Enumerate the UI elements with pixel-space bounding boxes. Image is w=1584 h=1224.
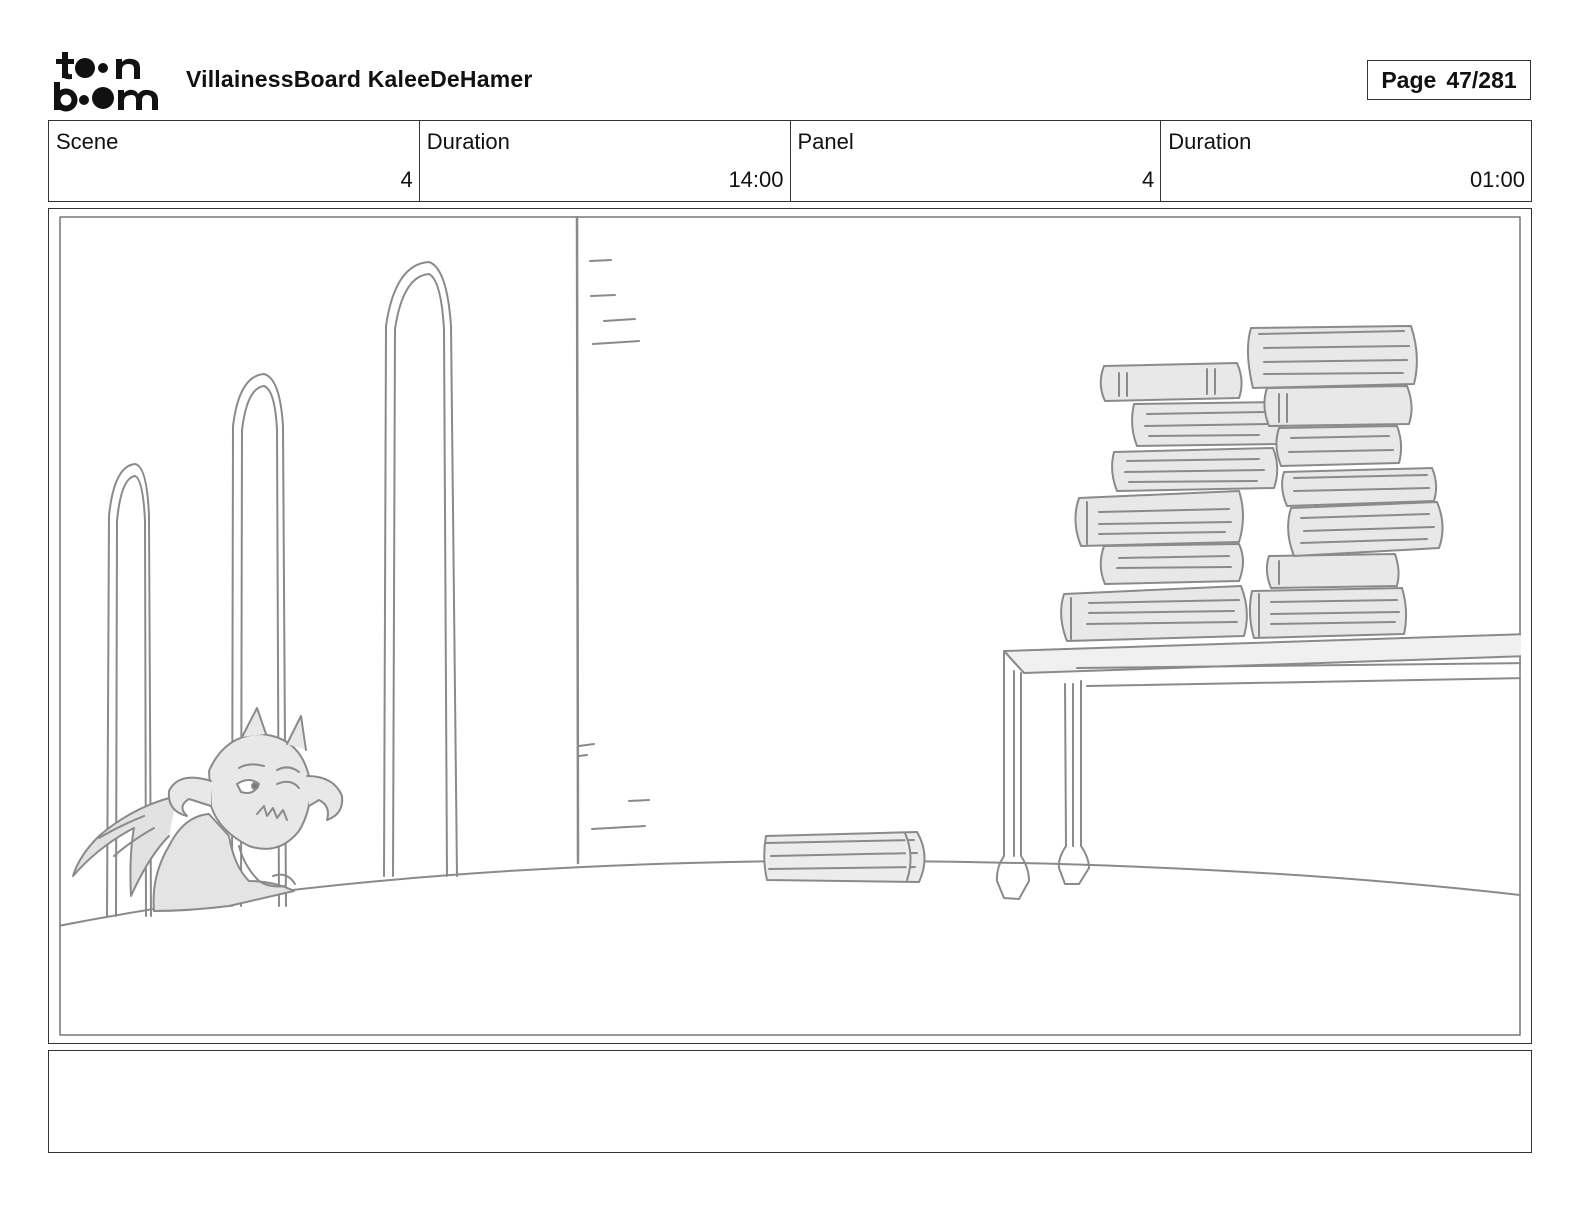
scene-label: Scene <box>56 129 119 154</box>
scene-duration-label: Duration <box>426 129 510 154</box>
panel-value: 4 <box>1142 167 1155 192</box>
dragon-character <box>72 707 344 912</box>
fallen-book <box>763 831 926 883</box>
wall-corner <box>575 216 650 865</box>
desk <box>995 633 1521 900</box>
panel-duration-cell: Duration 01:00 <box>1161 121 1531 201</box>
page-number: 47/281 <box>1446 66 1517 93</box>
storyboard-panel-drawing <box>59 216 1521 1036</box>
scene-duration-value: 14:00 <box>728 167 784 192</box>
storyboard-panel-frame <box>48 208 1532 1044</box>
project-title: VillainessBoard KaleeDeHamer <box>186 66 533 92</box>
panel-cell: Panel 4 <box>791 121 1162 201</box>
panel-notes-box[interactable] <box>48 1050 1532 1153</box>
page-indicator: Page 47/281 <box>1367 60 1531 100</box>
book-stack <box>1060 325 1444 642</box>
scene-duration-cell: Duration 14:00 <box>420 121 791 201</box>
panel-duration-value: 01:00 <box>1469 167 1525 192</box>
page-label: Page <box>1381 66 1437 93</box>
scene-value: 4 <box>400 167 413 192</box>
scene-cell: Scene 4 <box>49 121 420 201</box>
toon-boom-logo <box>54 52 158 112</box>
panel-duration-label: Duration <box>1168 129 1252 154</box>
panel-label: Panel <box>797 129 854 154</box>
arched-windows <box>106 261 458 917</box>
panel-inner-border <box>59 216 1521 1036</box>
scene-info-table: Scene 4 Duration 14:00 Panel 4 Duration … <box>48 120 1532 202</box>
